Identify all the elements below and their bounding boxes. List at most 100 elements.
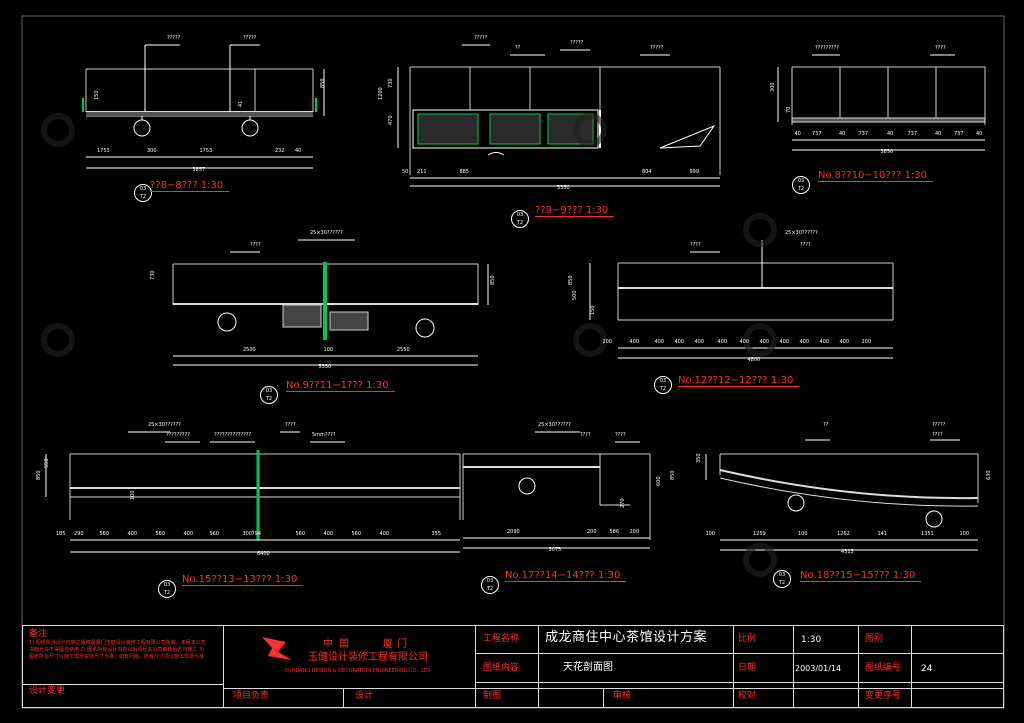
callout-text: ????	[580, 432, 591, 438]
dimension-text: 1262	[837, 531, 850, 537]
callout-text: ????	[285, 422, 296, 428]
dimension-text: 560	[209, 531, 220, 537]
vertical-dimension-text: 1200	[378, 87, 384, 100]
callout-text: ?????	[650, 45, 664, 51]
callout-text: 5mm????	[312, 432, 336, 438]
section-label: No.17??14−14??? 1:30	[505, 570, 627, 582]
design-change-label: 设计变更	[29, 686, 66, 696]
dimension-text: 560	[351, 531, 362, 537]
dimension-text: 200	[587, 529, 597, 535]
dimension-text: 794	[251, 531, 262, 537]
section-view-6	[45, 431, 461, 553]
sheet-page: T2	[516, 220, 524, 226]
dimension-text: 6400	[257, 551, 270, 557]
scale-value: 1:30	[801, 635, 822, 645]
dimension-text: 3850	[880, 149, 894, 155]
callout-text: ?????	[474, 35, 488, 41]
dimension-text: 4313	[841, 549, 854, 555]
sheet-number: 03	[486, 578, 494, 584]
callout-text: ????	[690, 242, 701, 248]
callout-text: ?????????	[815, 45, 839, 51]
callout-text: 25×30??????	[310, 230, 343, 236]
section-label: ??8−8??? 1:30	[150, 180, 230, 192]
project-value: 成龙商住中心茶馆设计方案	[545, 630, 708, 645]
vertical-dimension-text: 730	[388, 78, 394, 88]
sheet-number: 03	[659, 378, 667, 384]
sheet-number: 03	[778, 572, 786, 578]
project-manager-label: 项目负责	[233, 691, 270, 701]
dimension-text: 400	[739, 339, 750, 345]
dimension-text: 999	[689, 169, 700, 175]
dimension-text: 2550	[397, 347, 410, 353]
dimension-text: 100	[705, 531, 716, 537]
vertical-dimension-text: 70	[786, 106, 792, 113]
dimension-text: 100	[798, 531, 808, 537]
dimension-text: 400	[127, 531, 138, 537]
vertical-dimension-text: 850	[320, 78, 326, 88]
vertical-dimension-text: 350	[696, 453, 702, 463]
dimension-text: 290	[74, 531, 84, 537]
dimension-text: 211	[417, 169, 427, 175]
dimension-text: 400	[694, 339, 705, 345]
vertical-dimension-text: 850	[490, 275, 496, 285]
category-label: 图别	[865, 634, 884, 644]
dimension-text: 737	[954, 131, 964, 137]
vertical-dimension-text: 850	[36, 470, 42, 480]
check-label: 校对	[738, 691, 757, 701]
callout-text: ??	[515, 45, 521, 51]
callout-text: ??????????????	[214, 432, 252, 438]
dimension-text: 400	[674, 339, 685, 345]
section-label: ??9−9??? 1:30	[535, 205, 615, 217]
dimension-text: 560	[155, 531, 166, 537]
dimension-text: 50	[402, 169, 409, 175]
scale-label: 比例	[738, 634, 757, 644]
vertical-dimension-text: 470	[388, 115, 394, 125]
dimension-text: 200	[861, 339, 872, 345]
sheet-number: 03	[265, 388, 273, 394]
dimension-text: 300	[242, 531, 253, 537]
callout-text: ????	[932, 432, 943, 438]
dimension-text: 560	[295, 531, 306, 537]
dimension-text: 185	[56, 531, 66, 537]
dimension-text: 560	[99, 531, 110, 537]
dimension-text: 1753	[97, 148, 110, 154]
dimension-text: 200	[602, 339, 613, 345]
project-label: 工程名称	[483, 634, 520, 644]
section-label: No.15??13−13??? 1:30	[182, 574, 304, 586]
vertical-dimension-text: 41	[238, 100, 244, 107]
vertical-dimension-text: 150	[94, 90, 100, 100]
dimension-text: 40	[976, 131, 983, 137]
dimension-text: 300	[147, 148, 157, 154]
dimension-text: 737	[858, 131, 869, 137]
content-label: 图纸内容	[483, 663, 520, 673]
callout-text: ????	[250, 242, 261, 248]
vertical-dimension-text: 500	[572, 290, 578, 300]
callout-text: ????	[800, 242, 811, 248]
date-label: 日期	[738, 663, 757, 673]
callout-text: ??	[823, 422, 829, 428]
dimension-text: 400	[323, 531, 334, 537]
dimension-text: 100	[959, 531, 970, 537]
dimension-text: 2090	[507, 529, 520, 535]
dimension-text: 3075	[548, 547, 562, 553]
dimension-text: 141	[877, 531, 888, 537]
design-label: 设计	[355, 691, 374, 701]
sheet-page: T2	[778, 580, 786, 586]
dimension-text: 5350	[318, 364, 332, 370]
sheet-frame	[21, 15, 1005, 709]
dimension-text: 5350	[557, 185, 570, 191]
title-block: 备注 1) 图纸所涉设计内容之版权属厦门玉健设计装修工程有限公司所有，未经本公司…	[22, 625, 1004, 708]
section-view-1	[82, 44, 325, 169]
number-label: 图纸编号	[865, 663, 902, 673]
dimension-text: 400	[839, 339, 850, 345]
section-label: No.8??10−10??? 1:30	[818, 170, 933, 182]
dimension-text: 40	[935, 131, 942, 137]
dimension-text: 586	[609, 529, 620, 535]
callout-text: ????	[615, 432, 626, 438]
